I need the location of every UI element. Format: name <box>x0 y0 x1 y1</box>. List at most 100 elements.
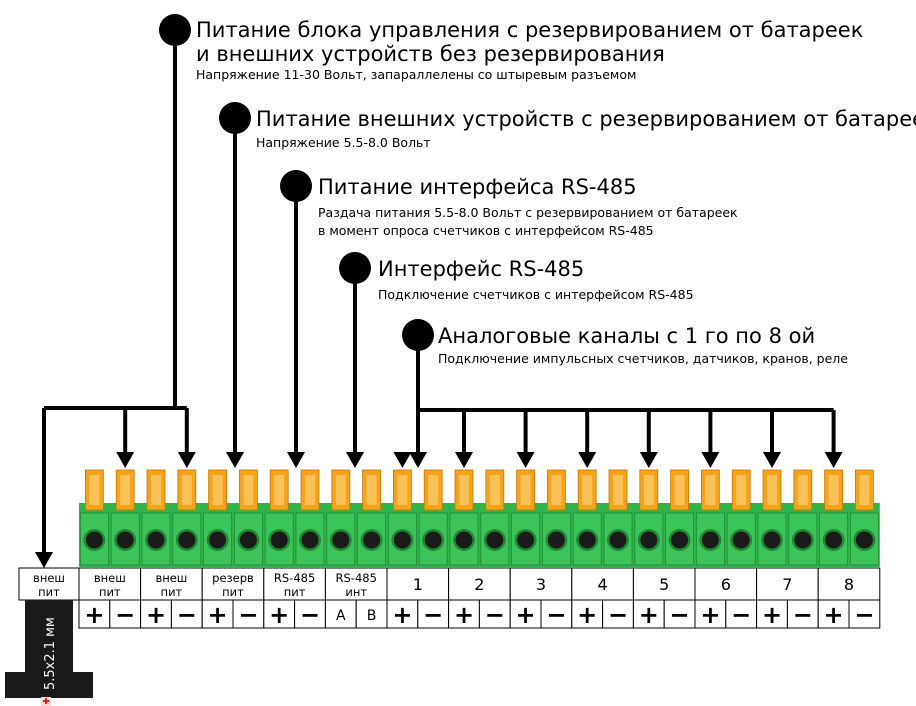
label-top: внеш <box>155 571 187 585</box>
channel-number: 4 <box>598 575 608 594</box>
screw-icon <box>671 531 689 549</box>
label-top: RS-485 <box>274 571 315 585</box>
arrowhead-icon <box>701 452 720 468</box>
callout-rs485-interface: Интерфейс RS-485 Подключение счетчиков с… <box>378 257 694 302</box>
screw-icon <box>209 531 227 549</box>
minus-sign: − <box>485 601 505 629</box>
terminal-pin-slot <box>551 475 562 505</box>
channel-number: 2 <box>474 575 484 594</box>
callout-title: Интерфейс RS-485 <box>378 257 584 281</box>
sign-box <box>324 599 357 629</box>
sign-box <box>817 599 850 629</box>
sign-cell-18: − <box>602 599 634 629</box>
terminal-23 <box>757 469 787 566</box>
terminal-21 <box>696 469 725 566</box>
sign-cell-10: B <box>355 599 388 629</box>
connector-lines <box>35 14 843 568</box>
sign-cell-7: + <box>263 599 296 629</box>
jack-label-bottom: пит <box>38 585 60 599</box>
terminal-7 <box>264 469 294 566</box>
terminal-pin-slot <box>89 475 100 505</box>
label-box <box>571 567 634 601</box>
arrow-jack-icon <box>35 552 53 568</box>
minus-sign: − <box>238 601 258 629</box>
plus-sign: + <box>824 601 844 629</box>
callout-title-line2: и внешних устройств без резервирования <box>196 42 665 66</box>
sign-box <box>632 599 665 629</box>
terminal-pin-slot <box>120 475 131 505</box>
dc-jack: внеш пит 5.5x2.1 мм <box>5 567 93 706</box>
jack-flange <box>5 672 93 698</box>
terminal-20 <box>665 469 694 566</box>
callout-subtitle-line2: в момент опроса счетчиков с интерфейсом … <box>318 223 654 238</box>
channel-number: 1 <box>413 575 423 594</box>
sign-box <box>170 599 203 629</box>
screw-icon <box>732 531 750 549</box>
minus-sign: − <box>177 601 197 629</box>
label-box <box>632 567 696 601</box>
callout-analog-channels: Аналоговые каналы с 1 го по 8 ой Подключ… <box>438 324 848 366</box>
sign-cell-20: − <box>663 599 696 629</box>
terminal-pin-slot <box>366 475 377 505</box>
sign-box <box>78 599 111 629</box>
minus-sign: − <box>546 601 566 629</box>
screw-icon <box>547 531 565 549</box>
arrowhead-icon <box>177 452 196 468</box>
rs485-line-label: A <box>336 608 346 624</box>
screw-icon <box>424 531 442 549</box>
minus-sign: − <box>115 601 135 629</box>
screw-icon <box>147 531 165 549</box>
terminal-13 <box>449 469 479 566</box>
sign-box <box>725 599 758 629</box>
sign-cell-24: − <box>786 599 819 629</box>
terminal-11 <box>387 469 417 566</box>
label-bottom: пит <box>222 585 244 599</box>
terminal-pin-slot <box>736 475 747 505</box>
terminal-5 <box>203 469 233 566</box>
terminal-19 <box>634 469 664 566</box>
terminal-12 <box>418 469 448 566</box>
channel-number: 5 <box>659 575 669 594</box>
terminal-pin-slot <box>828 475 839 505</box>
sign-cell-17: + <box>571 599 604 629</box>
sign-box <box>663 599 696 629</box>
terminal-18 <box>603 469 633 566</box>
terminal-17 <box>572 469 602 566</box>
arrowhead-icon <box>116 452 135 468</box>
callout-control-power: Питание блока управления с резервировани… <box>196 18 863 82</box>
sign-cell-5: + <box>201 599 234 629</box>
terminal-2 <box>110 469 140 566</box>
terminal-pin-slot <box>582 475 593 505</box>
sign-cell-8: − <box>294 599 326 629</box>
screw-icon <box>609 531 627 549</box>
terminal-pin-slot <box>520 475 531 505</box>
callout-title: Питание блока управления с резервировани… <box>196 18 863 42</box>
sign-cell-9: A <box>324 599 357 629</box>
arrowhead-icon <box>824 452 843 468</box>
plus-sign: + <box>762 601 782 629</box>
label-top: резерв <box>212 571 254 585</box>
sign-box <box>109 599 142 629</box>
terminal-pin-slot <box>705 475 716 505</box>
rs485-line-label: B <box>367 608 377 624</box>
channel-number: 8 <box>844 575 854 594</box>
sign-box <box>602 599 634 629</box>
screw-icon <box>486 531 504 549</box>
sign-cell-13: + <box>448 599 480 629</box>
screw-icon <box>763 531 781 549</box>
label-top: внеш <box>94 571 126 585</box>
screw-icon <box>578 531 596 549</box>
label-top: RS-485 <box>336 571 377 585</box>
label-box <box>386 567 450 601</box>
jack-plus-v <box>45 698 47 704</box>
terminal-9 <box>326 469 356 566</box>
sign-cell-1: + <box>78 599 111 629</box>
sign-box <box>478 599 511 629</box>
channel-cell-8: 8 <box>817 567 881 601</box>
terminal-pin-slot <box>305 475 315 505</box>
label-bottom: пит <box>99 585 121 599</box>
